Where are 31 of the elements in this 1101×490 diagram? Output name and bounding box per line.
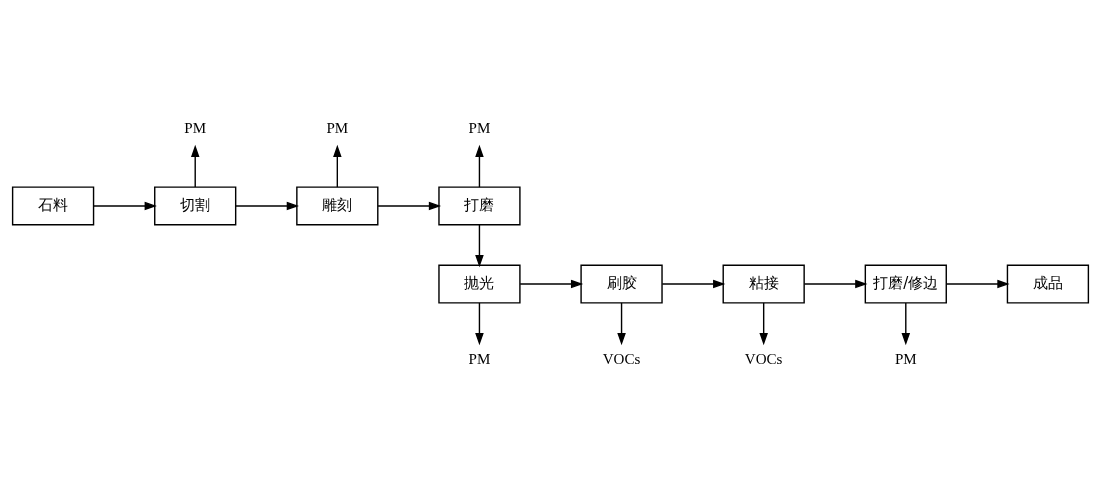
node-text: PM — [468, 120, 491, 137]
node-text: PM — [184, 120, 207, 137]
node-box: 成品 — [1006, 264, 1090, 304]
arrow — [377, 201, 442, 211]
arrow — [661, 279, 726, 289]
arrow — [235, 201, 299, 211]
arrow — [901, 302, 911, 346]
arrow — [93, 201, 157, 211]
arrow — [475, 302, 484, 346]
node-box: 打磨/修边 — [864, 264, 947, 304]
arrow — [333, 144, 342, 188]
node-box: 抛光 — [438, 264, 521, 304]
node-box: 雕刻 — [296, 186, 379, 226]
node-box: 打磨 — [438, 186, 521, 226]
node-box: 石料 — [11, 186, 95, 226]
node-box: 刷胶 — [580, 264, 663, 304]
node-text: PM — [326, 120, 349, 137]
arrow — [519, 279, 584, 289]
node-box: 切割 — [154, 186, 237, 226]
arrow — [475, 144, 484, 188]
arrow — [190, 144, 200, 188]
arrow — [803, 279, 868, 289]
arrow — [759, 302, 768, 346]
node-text: PM — [468, 350, 491, 367]
node-box: 粘接 — [722, 264, 805, 304]
node-text: VOCs — [602, 350, 641, 367]
node-text: PM — [894, 350, 917, 367]
arrow — [475, 224, 484, 268]
arrow — [945, 279, 1010, 289]
node-text: VOCs — [744, 350, 783, 367]
arrow — [617, 302, 626, 346]
